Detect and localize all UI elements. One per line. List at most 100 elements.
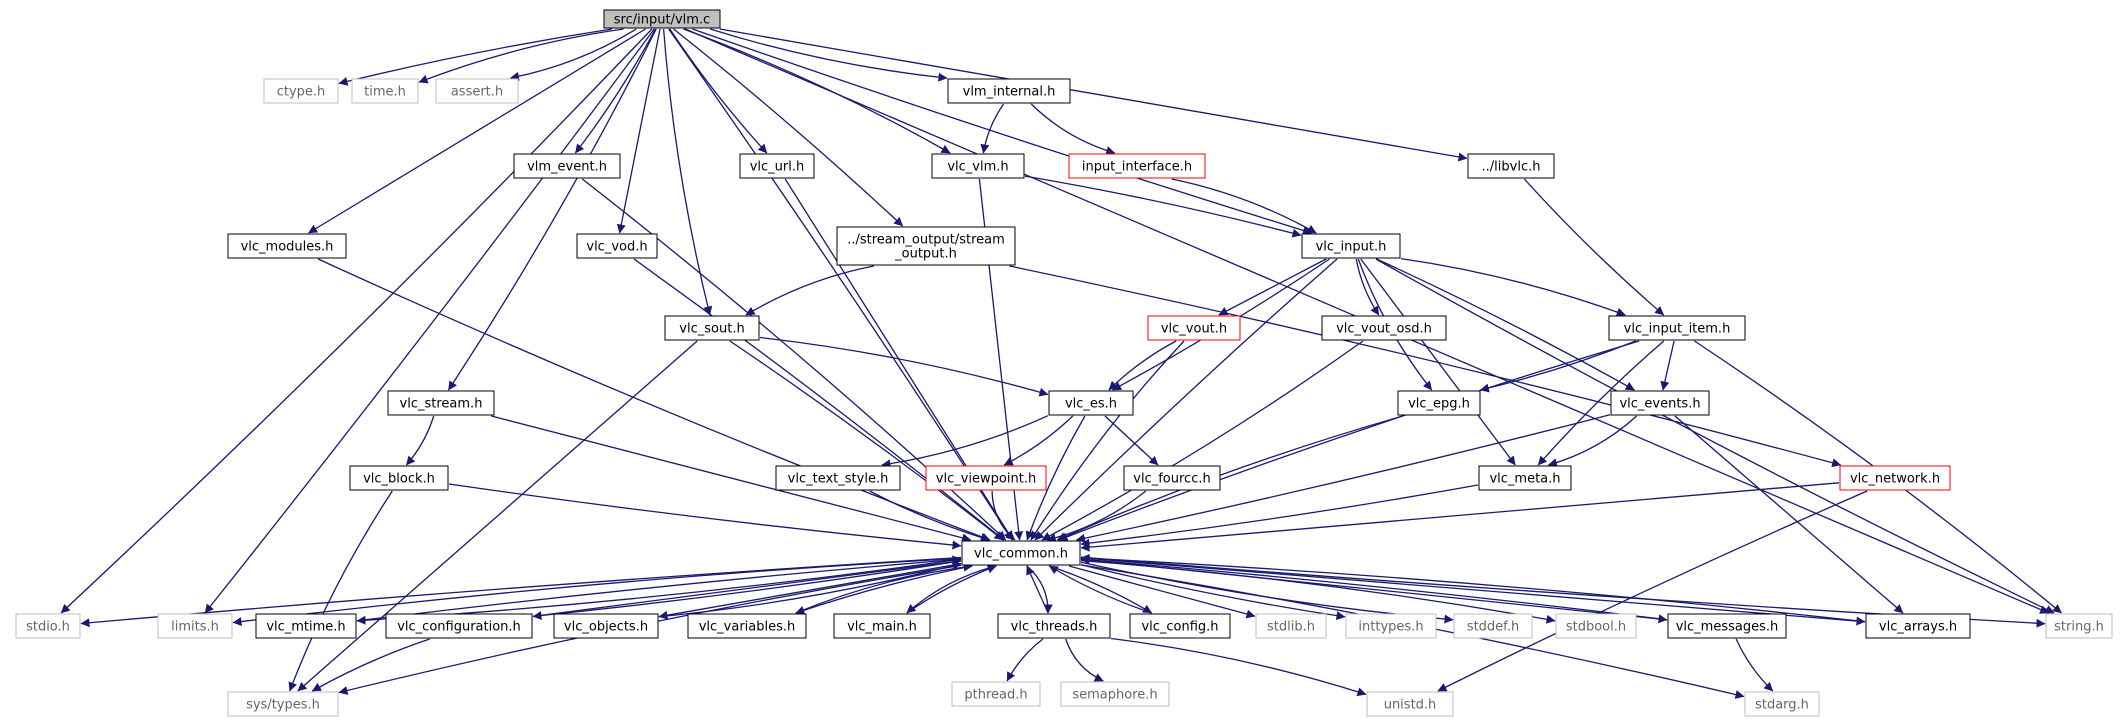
edge-vlc_common-to-inttypes [1080,564,1346,621]
node-box-time [351,78,419,104]
node-vlc-es[interactable]: vlc_es.h [1048,390,1134,416]
edge-vlc_events-to-vlc_meta [1547,415,1638,468]
node-box-vlc-block [349,465,449,491]
edge-vlc_stream-to-vlc_block [405,415,435,466]
node-messages[interactable]: vlc_messages.h [1667,613,1787,639]
node-box-assert [435,78,519,104]
edge-vlc_main-to-vlc_common [906,564,997,614]
node-vlc-vout[interactable]: vlc_vout.h [1147,315,1241,341]
edge-text_style-to-vlc_common [869,490,990,542]
node-configuration[interactable]: vlc_configuration.h [385,613,533,639]
edge-vlc_events-to-vlc_common [1075,414,1611,543]
edge-vlc_input-to-vlc_meta [1360,258,1516,466]
node-url[interactable]: vlc_url.h [739,153,815,179]
edge-vlc_common-to-vlc_main [906,565,997,614]
edge-root-to-vlc_vlm [683,28,951,154]
edge-vlc_common-to-vlc_config [1049,565,1153,614]
node-stdbool: stdbool.h [1555,613,1637,639]
node-vlm-event[interactable]: vlm_event.h [513,153,621,179]
node-label-arrays: vlc_arrays.h [1879,620,1957,635]
node-box-limits [157,613,233,639]
node-box-libvlc [1467,153,1555,179]
edge-root-to-vlm_internal [710,28,948,82]
edge-root-to-time [418,28,624,84]
edge-vlc_input-to-vlc_vout [1218,258,1327,316]
node-vlc-block[interactable]: vlc_block.h [349,465,449,491]
node-label-pthread: pthread.h [964,688,1027,703]
node-stdio: stdio.h [15,613,81,639]
node-variables[interactable]: vlc_variables.h [687,613,807,639]
node-mtime[interactable]: vlc_mtime.h [255,613,357,639]
node-box-variables [687,613,807,639]
node-label-vlc-common: vlc_common.h [974,547,1068,562]
node-box-text-style [775,465,901,491]
node-threads[interactable]: vlc_threads.h [997,613,1111,639]
node-label-time: time.h [364,85,406,100]
node-box-vlc-events [1610,390,1710,416]
edge-vlc_input-to-string [1375,258,2055,614]
edge-messages-to-vlc_common [1080,555,1668,621]
edge-vlc_vout-to-vlc_common [1030,340,1185,541]
node-sys-types: sys/types.h [227,691,339,717]
node-label-vlc-vout: vlc_vout.h [1161,322,1227,337]
edge-root-to-vlc_input [692,28,1312,235]
edge-vlc_config-to-vlc_common [1048,565,1152,614]
node-vlc-common[interactable]: vlc_common.h [961,540,1081,566]
node-label-vout-osd: vlc_vout_osd.h [1336,322,1432,337]
node-modules[interactable]: vlc_modules.h [227,233,347,259]
node-label-vlc-epg: vlc_epg.h [1408,397,1470,412]
edge-vlc_common-to-objects [658,562,962,620]
node-fourcc[interactable]: vlc_fourcc.h [1123,465,1221,491]
edge-root-to-assert [509,28,637,81]
node-vlc-epg[interactable]: vlc_epg.h [1397,390,1481,416]
edge-vlc_common-to-messages [1080,558,1668,624]
node-label-vlm-event: vlm_event.h [527,160,607,175]
edge-vlc_network-to-vlc_common [1080,482,1840,552]
node-box-messages [1667,613,1787,639]
node-box-vlc-stream [387,390,495,416]
node-libvlc[interactable]: ../libvlc.h [1467,153,1555,179]
edge-vlc_common-to-stddef [1080,561,1454,624]
edge-root-to-vod [616,28,661,234]
node-vlc-config[interactable]: vlc_config.h [1129,613,1231,639]
node-vlc-vlm[interactable]: vlc_vlm.h [931,153,1025,179]
edge-configuration-to-vlc_common [532,557,962,618]
node-root[interactable]: src/input/vlm.c [603,9,721,29]
node-vlc-stream[interactable]: vlc_stream.h [387,390,495,416]
edge-root-to-modules [308,28,646,234]
edge-vlc_block-to-sys_types [288,490,393,692]
node-label-vlc-block: vlc_block.h [363,472,435,487]
edge-root-to-libvlc [719,28,1468,162]
edge-vlm_internal-to-input_interface [1030,103,1116,155]
node-text-style[interactable]: vlc_text_style.h [775,465,901,491]
node-vod[interactable]: vlc_vod.h [576,233,658,259]
node-stream-output[interactable]: ../stream_output/stream_output.h [836,226,1016,266]
node-box-vlc-meta [1478,465,1572,491]
node-vlc-sout[interactable]: vlc_sout.h [664,315,760,341]
node-label-objects: vlc_objects.h [564,620,648,635]
node-box-vlc-vlm [931,153,1025,179]
edge-threads-to-semaphore [1065,638,1104,682]
node-label-root: src/input/vlm.c [614,13,710,28]
node-stdarg: stdarg.h [1744,691,1820,717]
node-box-sys-types [227,691,339,717]
edge-vlc_common-to-limits [232,557,962,627]
node-vlc-input[interactable]: vlc_input.h [1301,233,1401,259]
edge-root-to-vlc_common [668,28,1013,541]
edge-messages-to-stdarg [1735,638,1774,692]
node-vlc-meta[interactable]: vlc_meta.h [1478,465,1572,491]
edge-variables-to-vlc_common [795,562,973,614]
node-viewpoint[interactable]: vlc_viewpoint.h [925,465,1047,491]
node-vlm-internal[interactable]: vlm_internal.h [947,78,1071,104]
node-label-stream-output: ../stream_output/stream_output.h [847,233,1005,262]
node-vlc-network[interactable]: vlc_network.h [1839,465,1951,491]
node-input-interface[interactable]: input_interface.h [1068,153,1206,179]
edge-root-to-vlc_sout [662,28,713,316]
node-vlc-events[interactable]: vlc_events.h [1610,390,1710,416]
node-arrays[interactable]: vlc_arrays.h [1865,613,1971,639]
node-objects[interactable]: vlc_objects.h [553,613,659,639]
node-box-vlc-vout [1147,315,1241,341]
node-vlc-main[interactable]: vlc_main.h [833,613,931,639]
node-vout-osd[interactable]: vlc_vout_osd.h [1321,315,1447,341]
node-input-item[interactable]: vlc_input_item.h [1608,315,1746,341]
